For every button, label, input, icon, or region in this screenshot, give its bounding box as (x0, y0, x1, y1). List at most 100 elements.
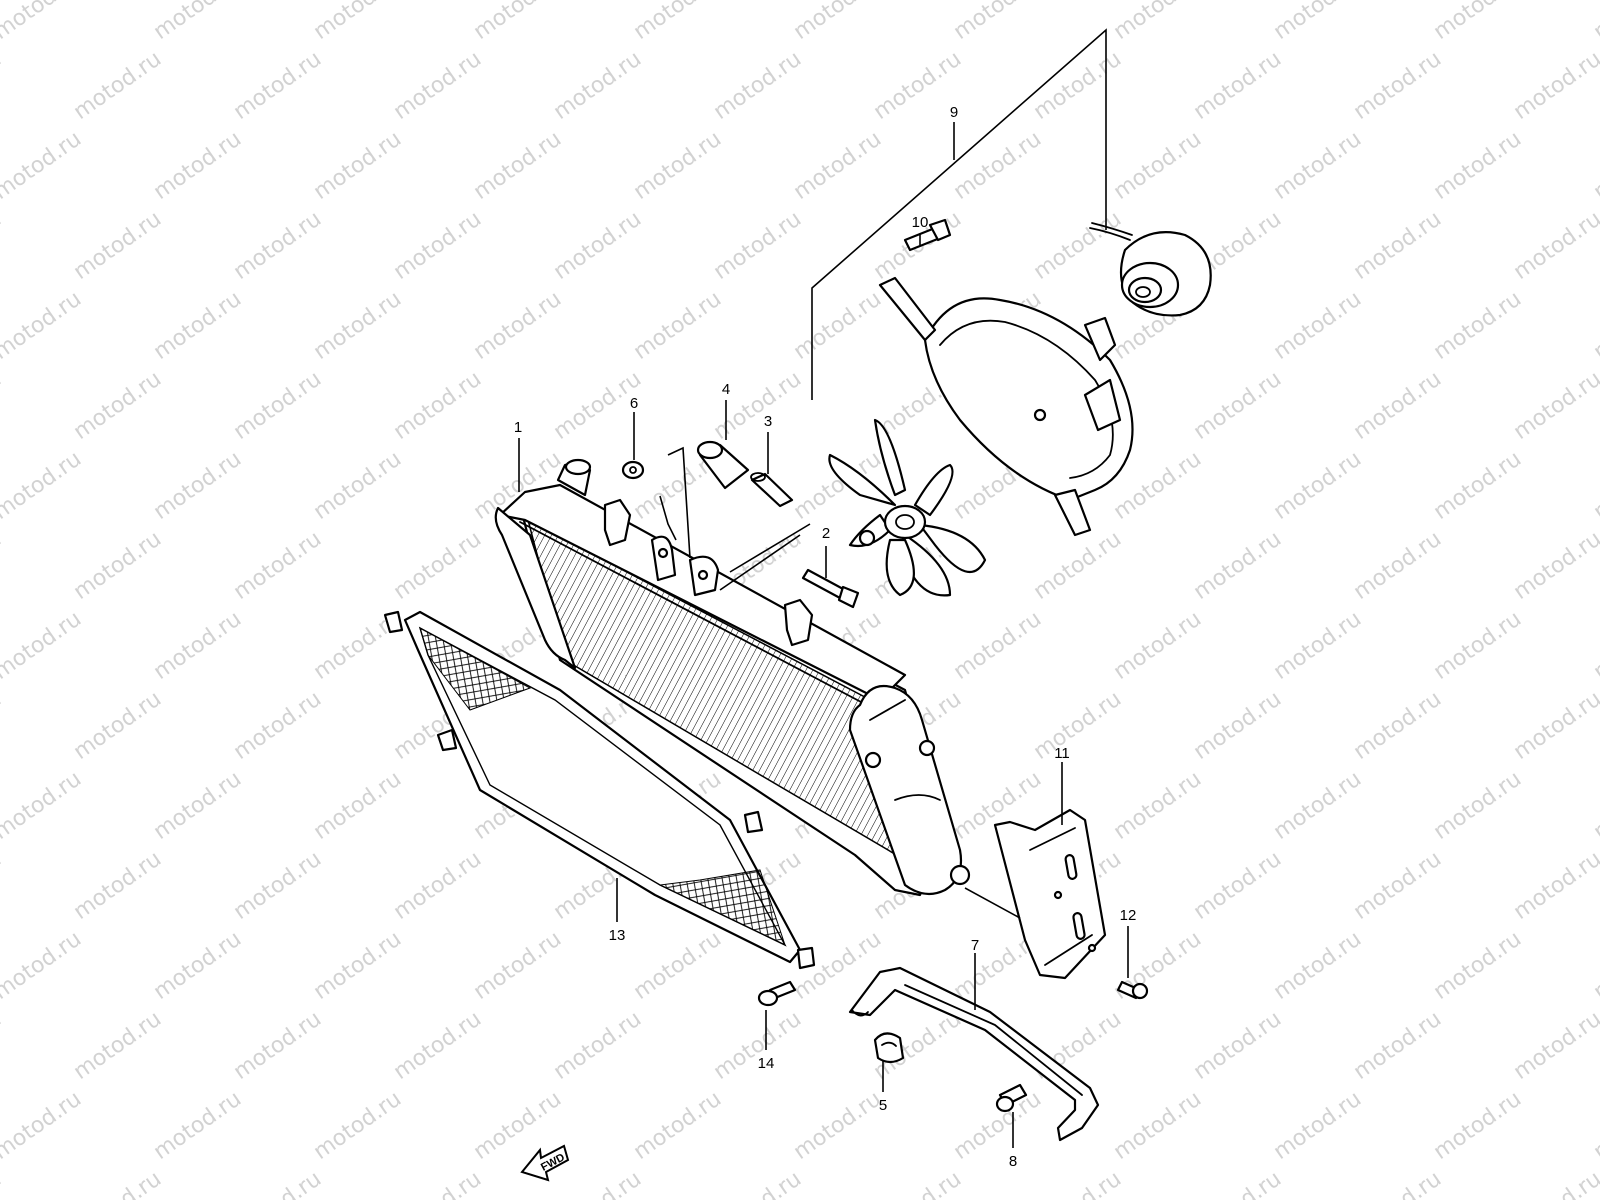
callout-3: 3 (764, 413, 772, 430)
watermark-text: motod.ru (1349, 527, 1446, 605)
watermark-text: motod.ru (1109, 767, 1206, 845)
callout-4: 4 (722, 381, 730, 398)
watermark-text: motod.ru (1589, 927, 1600, 1005)
watermark-text: motod.ru (1429, 0, 1526, 45)
callout-6: 6 (630, 395, 638, 412)
watermark-text: motod.ru (309, 1087, 406, 1165)
watermark-text: motod.ru (1589, 127, 1600, 205)
watermark-text: motod.ru (1349, 207, 1446, 285)
watermark-text: motod.ru (709, 1007, 806, 1085)
watermark-text: motod.ru (1269, 287, 1366, 365)
watermark-text: motod.ru (1349, 687, 1446, 765)
watermark-text: motod.ru (1269, 447, 1366, 525)
watermark-text: motod.ru (69, 687, 166, 765)
watermark-text: motod.ru (229, 847, 326, 925)
watermark-text: motod.ru (309, 0, 406, 45)
watermark-text: motod.ru (949, 0, 1046, 45)
watermark-text: motod.ru (709, 207, 806, 285)
watermark-text: motod.ru (1109, 607, 1206, 685)
watermark-text: motod.ru (0, 1007, 6, 1085)
fan-nut (858, 529, 876, 547)
watermark-text: motod.ru (469, 927, 566, 1005)
watermark-text: motod.ru (949, 607, 1046, 685)
watermark-text: motod.ru (1349, 1167, 1446, 1200)
watermark-text: motod.ru (0, 687, 6, 765)
bolt-14 (757, 980, 797, 1007)
callout-2: 2 (822, 525, 830, 542)
watermark-text: motod.ru (469, 287, 566, 365)
callout-8: 8 (1009, 1153, 1017, 1170)
watermark-text: motod.ru (229, 687, 326, 765)
watermark-text: motod.ru (1509, 207, 1600, 285)
watermark-text: motod.ru (0, 447, 86, 525)
watermark-text: motod.ru (1189, 687, 1286, 765)
watermark-text: motod.ru (229, 527, 326, 605)
nut-6 (621, 460, 645, 480)
watermark-text: motod.ru (709, 1167, 806, 1200)
watermark-text: motod.ru (0, 767, 86, 845)
watermark-text: motod.ru (1349, 1007, 1446, 1085)
watermark-text: motod.ru (389, 527, 486, 605)
watermark-text: motod.ru (1189, 47, 1286, 125)
watermark-text: motod.ru (629, 287, 726, 365)
watermark-text: motod.ru (0, 127, 86, 205)
watermark-text: motod.ru (789, 1087, 886, 1165)
watermark-text: motod.ru (1589, 0, 1600, 45)
watermark-text: motod.ru (69, 367, 166, 445)
watermark-text: motod.ru (149, 607, 246, 685)
callout-11: 11 (1054, 745, 1070, 762)
callout-13: 13 (609, 927, 626, 944)
watermark-text: motod.ru (1269, 767, 1366, 845)
bolt-2 (801, 568, 860, 609)
watermark-text: motod.ru (309, 447, 406, 525)
callout-12: 12 (1120, 907, 1137, 924)
watermark-text: motod.ru (789, 287, 886, 365)
watermark-text: motod.ru (0, 847, 6, 925)
watermark-text: motod.ru (1429, 927, 1526, 1005)
watermark-text: motod.ru (1589, 287, 1600, 365)
watermark-text: motod.ru (229, 1007, 326, 1085)
watermark-text: motod.ru (629, 927, 726, 1005)
watermark-text: motod.ru (69, 1167, 166, 1200)
watermark-text: motod.ru (1429, 287, 1526, 365)
watermark-text: motod.ru (1189, 847, 1286, 925)
watermark-text: motod.ru (949, 127, 1046, 205)
watermark-text: motod.ru (1429, 607, 1526, 685)
bolt-8 (995, 1083, 1028, 1113)
watermark-text: motod.ru (1509, 847, 1600, 925)
watermark-text: motod.ru (229, 1167, 326, 1200)
watermark-text: motod.ru (309, 127, 406, 205)
watermark-text: motod.ru (149, 0, 246, 45)
watermark-text: motod.ru (1269, 927, 1366, 1005)
watermark-text: motod.ru (709, 47, 806, 125)
watermark-text: motod.ru (0, 287, 86, 365)
watermark-text: motod.ru (1349, 47, 1446, 125)
fan-blade (828, 418, 987, 597)
callout-labels: 1 2 3 4 5 6 7 8 9 10 11 12 13 14 (514, 104, 1137, 1170)
watermark-text: motod.ru (149, 287, 246, 365)
watermark-text: motod.ru (1509, 527, 1600, 605)
watermark-text: motod.ru (389, 47, 486, 125)
watermark-text: motod.ru (1109, 0, 1206, 45)
radiator-screen (383, 610, 816, 970)
watermark-text: motod.ru (0, 927, 86, 1005)
watermark-text: motod.ru (1269, 0, 1366, 45)
watermark-text: motod.ru (309, 287, 406, 365)
radiator (494, 458, 971, 897)
watermark-text: motod.ru (1109, 127, 1206, 205)
watermark-text: motod.ru (1189, 527, 1286, 605)
watermark-text: motod.ru (389, 1167, 486, 1200)
watermark-text: motod.ru (629, 127, 726, 205)
watermark-text: motod.ru (389, 1007, 486, 1085)
watermark-text: motod.ru (1509, 687, 1600, 765)
watermark-text: motod.ru (1029, 527, 1126, 605)
watermark-text: motod.ru (469, 0, 566, 45)
watermark-text: motod.ru (1429, 767, 1526, 845)
watermark-text: motod.ru (1189, 1007, 1286, 1085)
callout-9: 9 (950, 104, 958, 121)
watermark-text: motod.ru (309, 767, 406, 845)
watermark-text: motod.ru (69, 847, 166, 925)
watermark-text: motod.ru (229, 47, 326, 125)
watermark-text: motod.ru (1269, 607, 1366, 685)
